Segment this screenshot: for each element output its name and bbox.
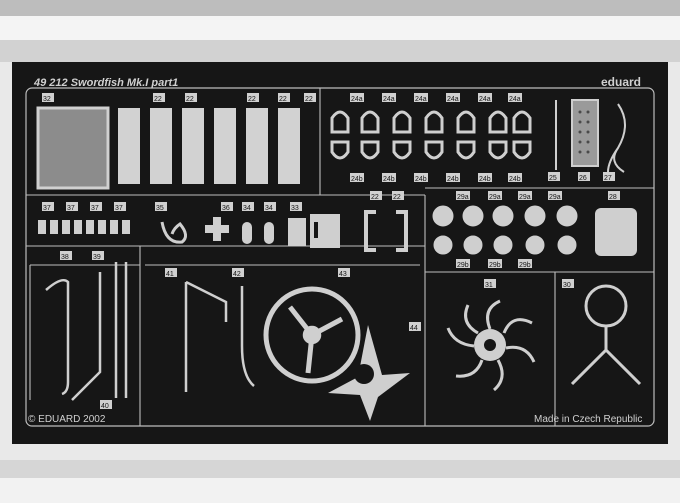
parts-25-26-27 xyxy=(555,99,626,173)
part-label-22a: 22 xyxy=(154,96,162,103)
part-label-27: 27 xyxy=(604,175,612,182)
part-label-44: 44 xyxy=(410,325,418,332)
part-label-22g: 22 xyxy=(393,194,401,201)
clip-parts-24 xyxy=(330,110,532,160)
part-label-25: 25 xyxy=(549,175,557,182)
part-label-24a-2: 24a xyxy=(383,96,395,103)
part-28-box xyxy=(595,208,637,256)
part-label-24a-4: 24a xyxy=(447,96,459,103)
part-label-24b-2: 24b xyxy=(383,176,395,183)
part-label-24b-1: 24b xyxy=(351,176,363,183)
part-label-28: 28 xyxy=(609,194,617,201)
part-label-34a: 34 xyxy=(243,205,251,212)
part-label-22e: 22 xyxy=(305,96,313,103)
part-30-frame xyxy=(570,284,642,386)
parts-22-brackets xyxy=(364,210,408,252)
part-31-rotor xyxy=(446,299,536,392)
part-label-37d: 37 xyxy=(115,205,123,212)
part-label-38: 38 xyxy=(61,254,69,261)
part-label-32: 32 xyxy=(43,96,51,103)
cockpit-panels xyxy=(36,106,300,190)
part-label-37a: 37 xyxy=(43,205,51,212)
part-label-24a-1: 24a xyxy=(351,96,363,103)
parts-41-44 xyxy=(184,280,410,421)
part-label-29a-3: 29a xyxy=(519,194,531,201)
part-label-34b: 34 xyxy=(265,205,273,212)
part-label-29b-1: 29b xyxy=(457,262,469,269)
part-label-29a-2: 29a xyxy=(489,194,501,201)
part-label-40: 40 xyxy=(101,403,109,410)
part-label-30: 30 xyxy=(563,282,571,289)
part-label-22c: 22 xyxy=(248,96,256,103)
part-label-24b-3: 24b xyxy=(415,176,427,183)
part-label-22f: 22 xyxy=(371,194,379,201)
part-label-24a-3: 24a xyxy=(415,96,427,103)
part-label-41: 41 xyxy=(166,271,174,278)
part-label-42: 42 xyxy=(233,271,241,278)
part-label-39: 39 xyxy=(93,254,101,261)
part-label-36: 36 xyxy=(222,205,230,212)
part-label-24a-5: 24a xyxy=(479,96,491,103)
origin-text: Made in Czech Republic xyxy=(534,414,642,425)
part-label-22d: 22 xyxy=(279,96,287,103)
part-label-29a-1: 29a xyxy=(457,194,469,201)
instrument-dials-29 xyxy=(431,204,579,256)
part-label-24a-6: 24a xyxy=(509,96,521,103)
part-label-22b: 22 xyxy=(186,96,194,103)
parts-38-40 xyxy=(45,262,128,401)
parts-33-36 xyxy=(160,214,340,248)
sheet-title: 49 212 Swordfish Mk.I part1 xyxy=(33,77,178,89)
part-label-31: 31 xyxy=(485,282,493,289)
part-label-43: 43 xyxy=(339,271,347,278)
part-label-24b-5: 24b xyxy=(479,176,491,183)
part-label-33: 33 xyxy=(291,205,299,212)
part-label-24b-6: 24b xyxy=(509,176,521,183)
part-label-26: 26 xyxy=(579,175,587,182)
parts-37 xyxy=(38,220,130,234)
part-label-29a-4: 29a xyxy=(549,194,561,201)
part-label-37c: 37 xyxy=(91,205,99,212)
brand-logo: eduard xyxy=(601,75,641,89)
part-label-35: 35 xyxy=(156,205,164,212)
part-label-37b: 37 xyxy=(67,205,75,212)
part-label-29b-2: 29b xyxy=(489,262,501,269)
copyright-text: © EDUARD 2002 xyxy=(28,414,106,425)
part-label-24b-4: 24b xyxy=(447,176,459,183)
part-label-29b-3: 29b xyxy=(519,262,531,269)
fret-sheet xyxy=(12,62,668,444)
